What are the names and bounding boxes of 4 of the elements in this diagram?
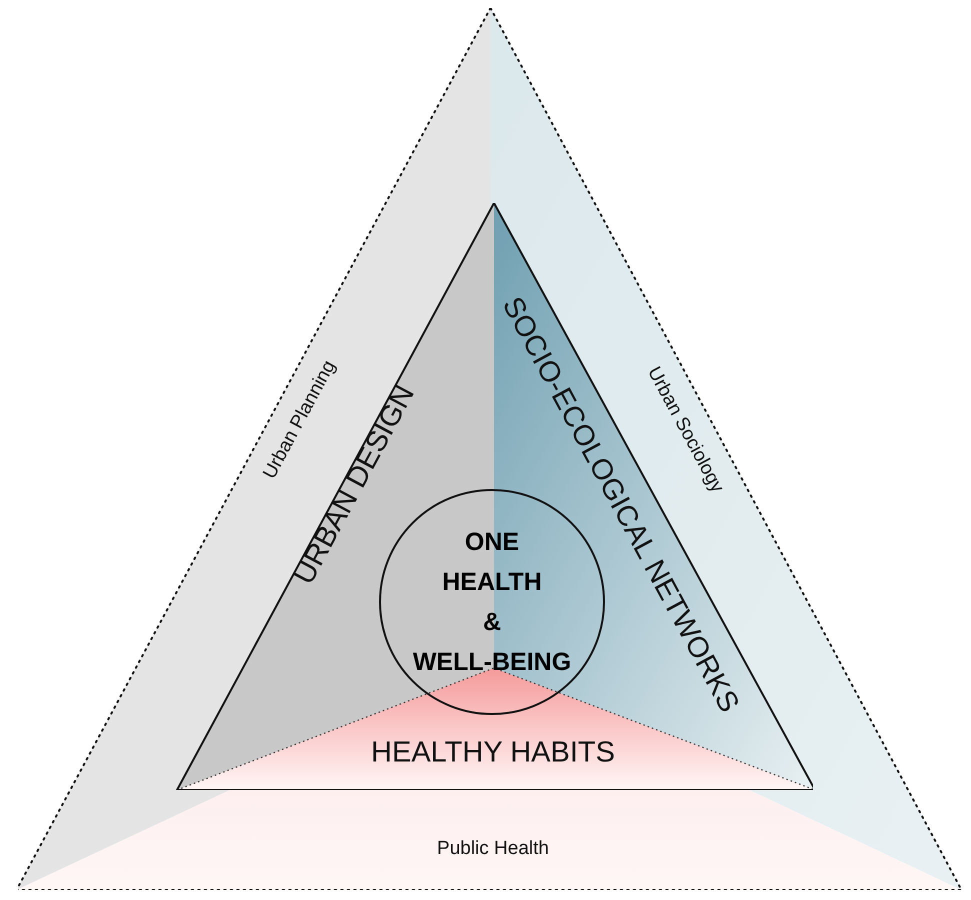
band-label: Public Health bbox=[437, 838, 549, 860]
inner-triangle bbox=[175, 203, 813, 790]
outer-triangle bbox=[18, 8, 963, 890]
section-label: HEALTHY HABITS bbox=[371, 736, 615, 770]
